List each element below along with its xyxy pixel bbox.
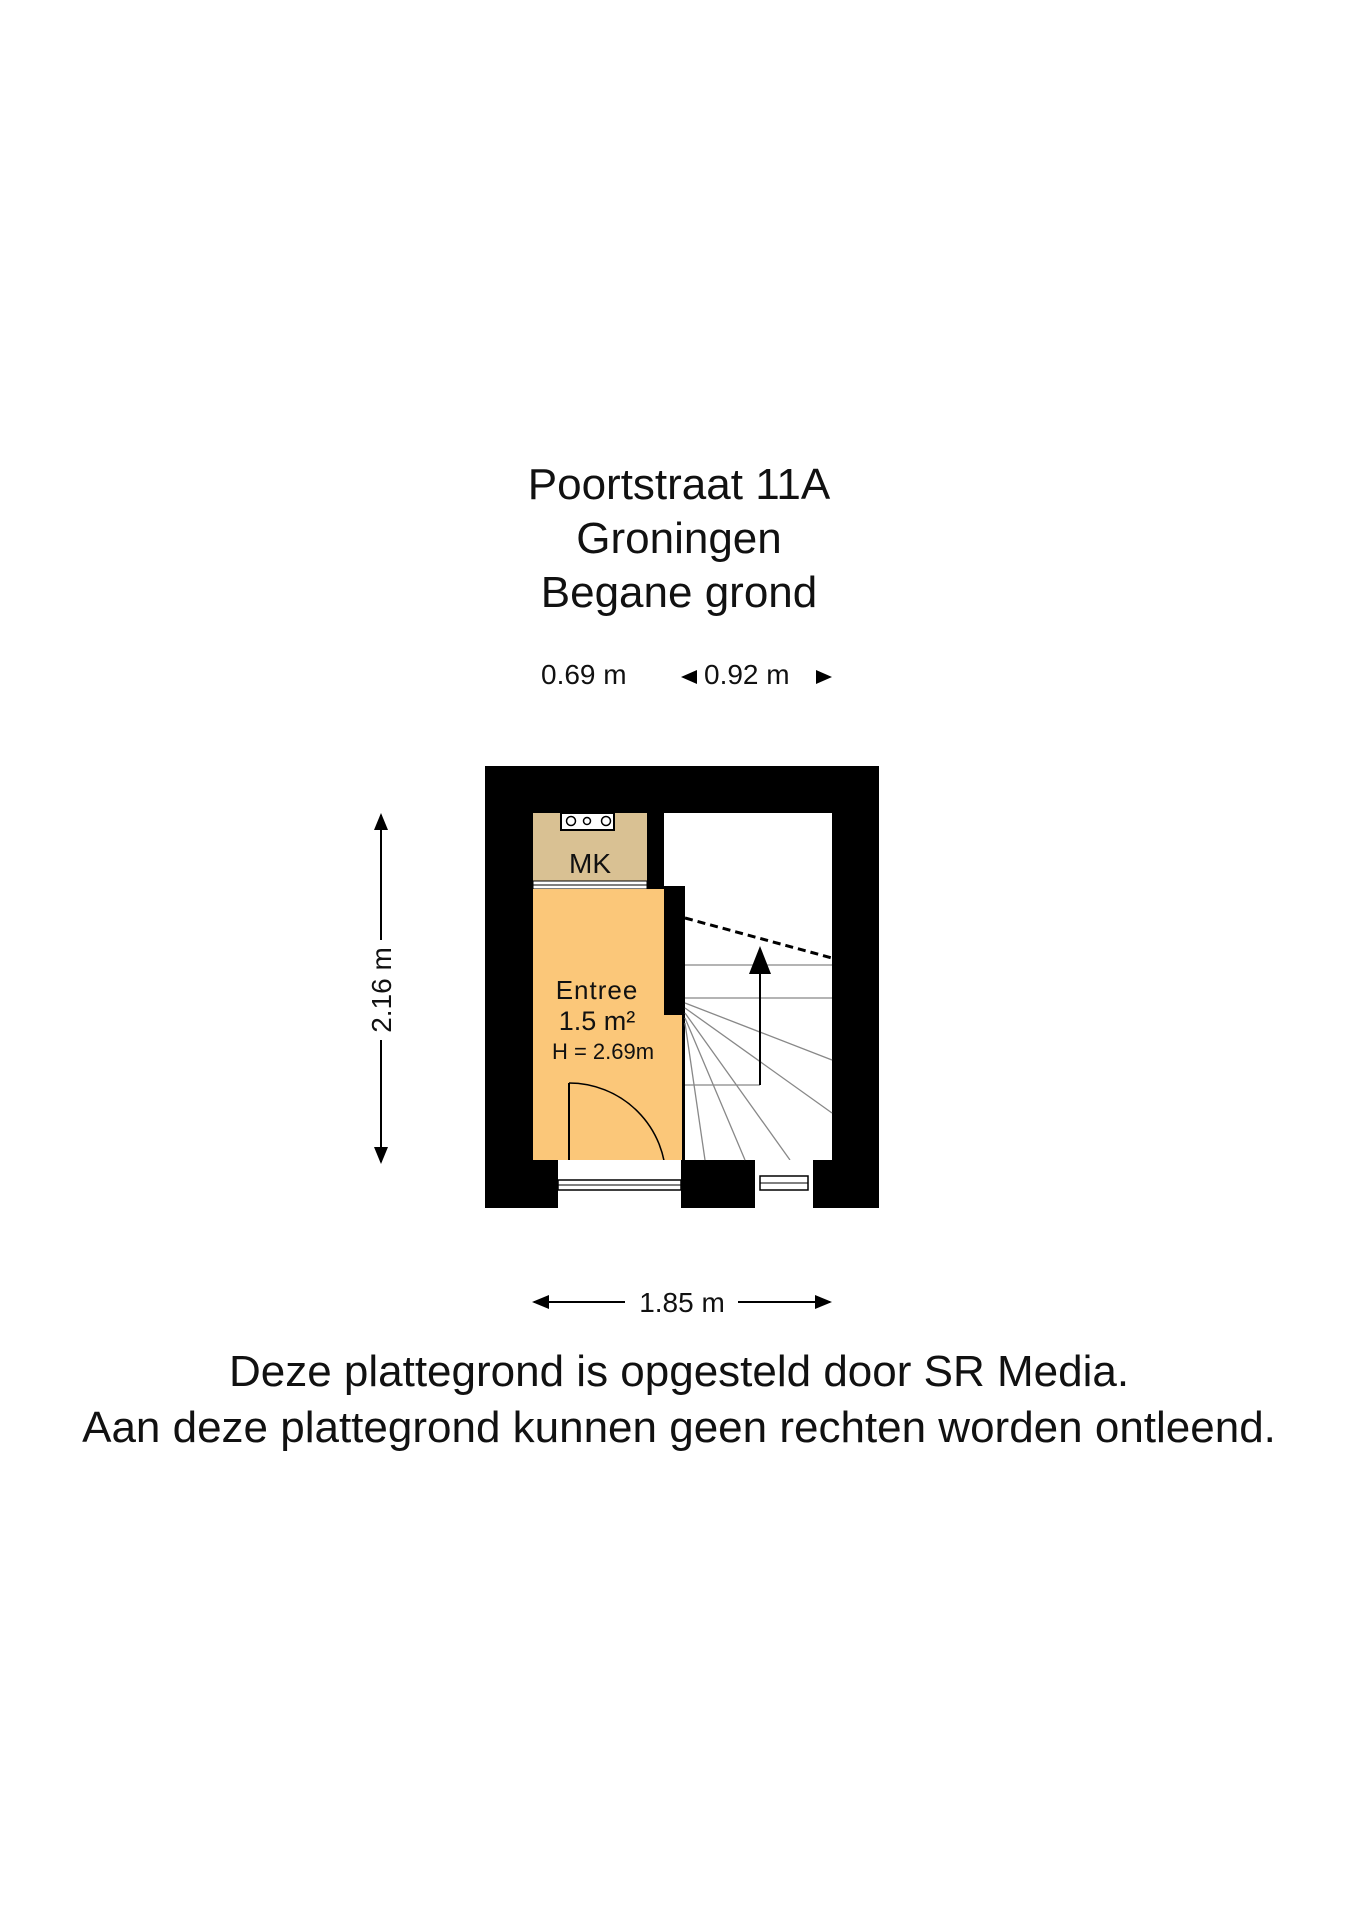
stair-area [664, 813, 832, 886]
inner-wall [664, 886, 682, 1015]
inner-wall [647, 813, 664, 886]
room-area-entree: 1.5 m² [559, 1006, 636, 1036]
room-entree [533, 889, 682, 1160]
plan-title: Poortstraat 11A Groningen Begane grond [0, 458, 1358, 620]
disclaimer: Deze plattegrond is opgesteld door SR Me… [0, 1344, 1358, 1456]
dimension-arrow-left-icon [681, 670, 697, 684]
disclaimer-line-1: Deze plattegrond is opgesteld door SR Me… [228, 1347, 1130, 1396]
city-title: Groningen [576, 514, 782, 563]
dimension-arrow-right-icon [816, 670, 832, 684]
room-label-mk: MK [569, 848, 611, 879]
dimension-left-vertical: 2.16 m [366, 947, 397, 1033]
fixture-icon [560, 812, 615, 831]
dimension-top-left: 0.69 m [541, 659, 627, 690]
fixture-icon [565, 815, 577, 827]
disclaimer-line-2: Aan deze plattegrond kunnen geen rechten… [82, 1403, 1276, 1452]
dimension-bottom: 1.85 m [639, 1287, 725, 1318]
dimension-arrow-right-icon [815, 1295, 832, 1309]
dimension-top-right: 0.92 m [704, 659, 790, 690]
stair-up-arrow-icon [749, 946, 771, 974]
inner-wall [682, 886, 685, 1160]
dimension-arrow-left-icon [532, 1295, 549, 1309]
floor-title: Begane grond [540, 568, 818, 617]
dimension-arrow-down-icon [374, 1147, 388, 1164]
room-height-entree: H = 2.69m [552, 1039, 654, 1064]
fixture-icon [582, 816, 592, 826]
fixture-icon [600, 815, 612, 827]
room-label-entree: Entree [556, 975, 639, 1005]
dimension-arrow-up-icon [374, 813, 388, 830]
stair-area [685, 886, 832, 1160]
address-title: Poortstraat 11A [527, 460, 831, 509]
